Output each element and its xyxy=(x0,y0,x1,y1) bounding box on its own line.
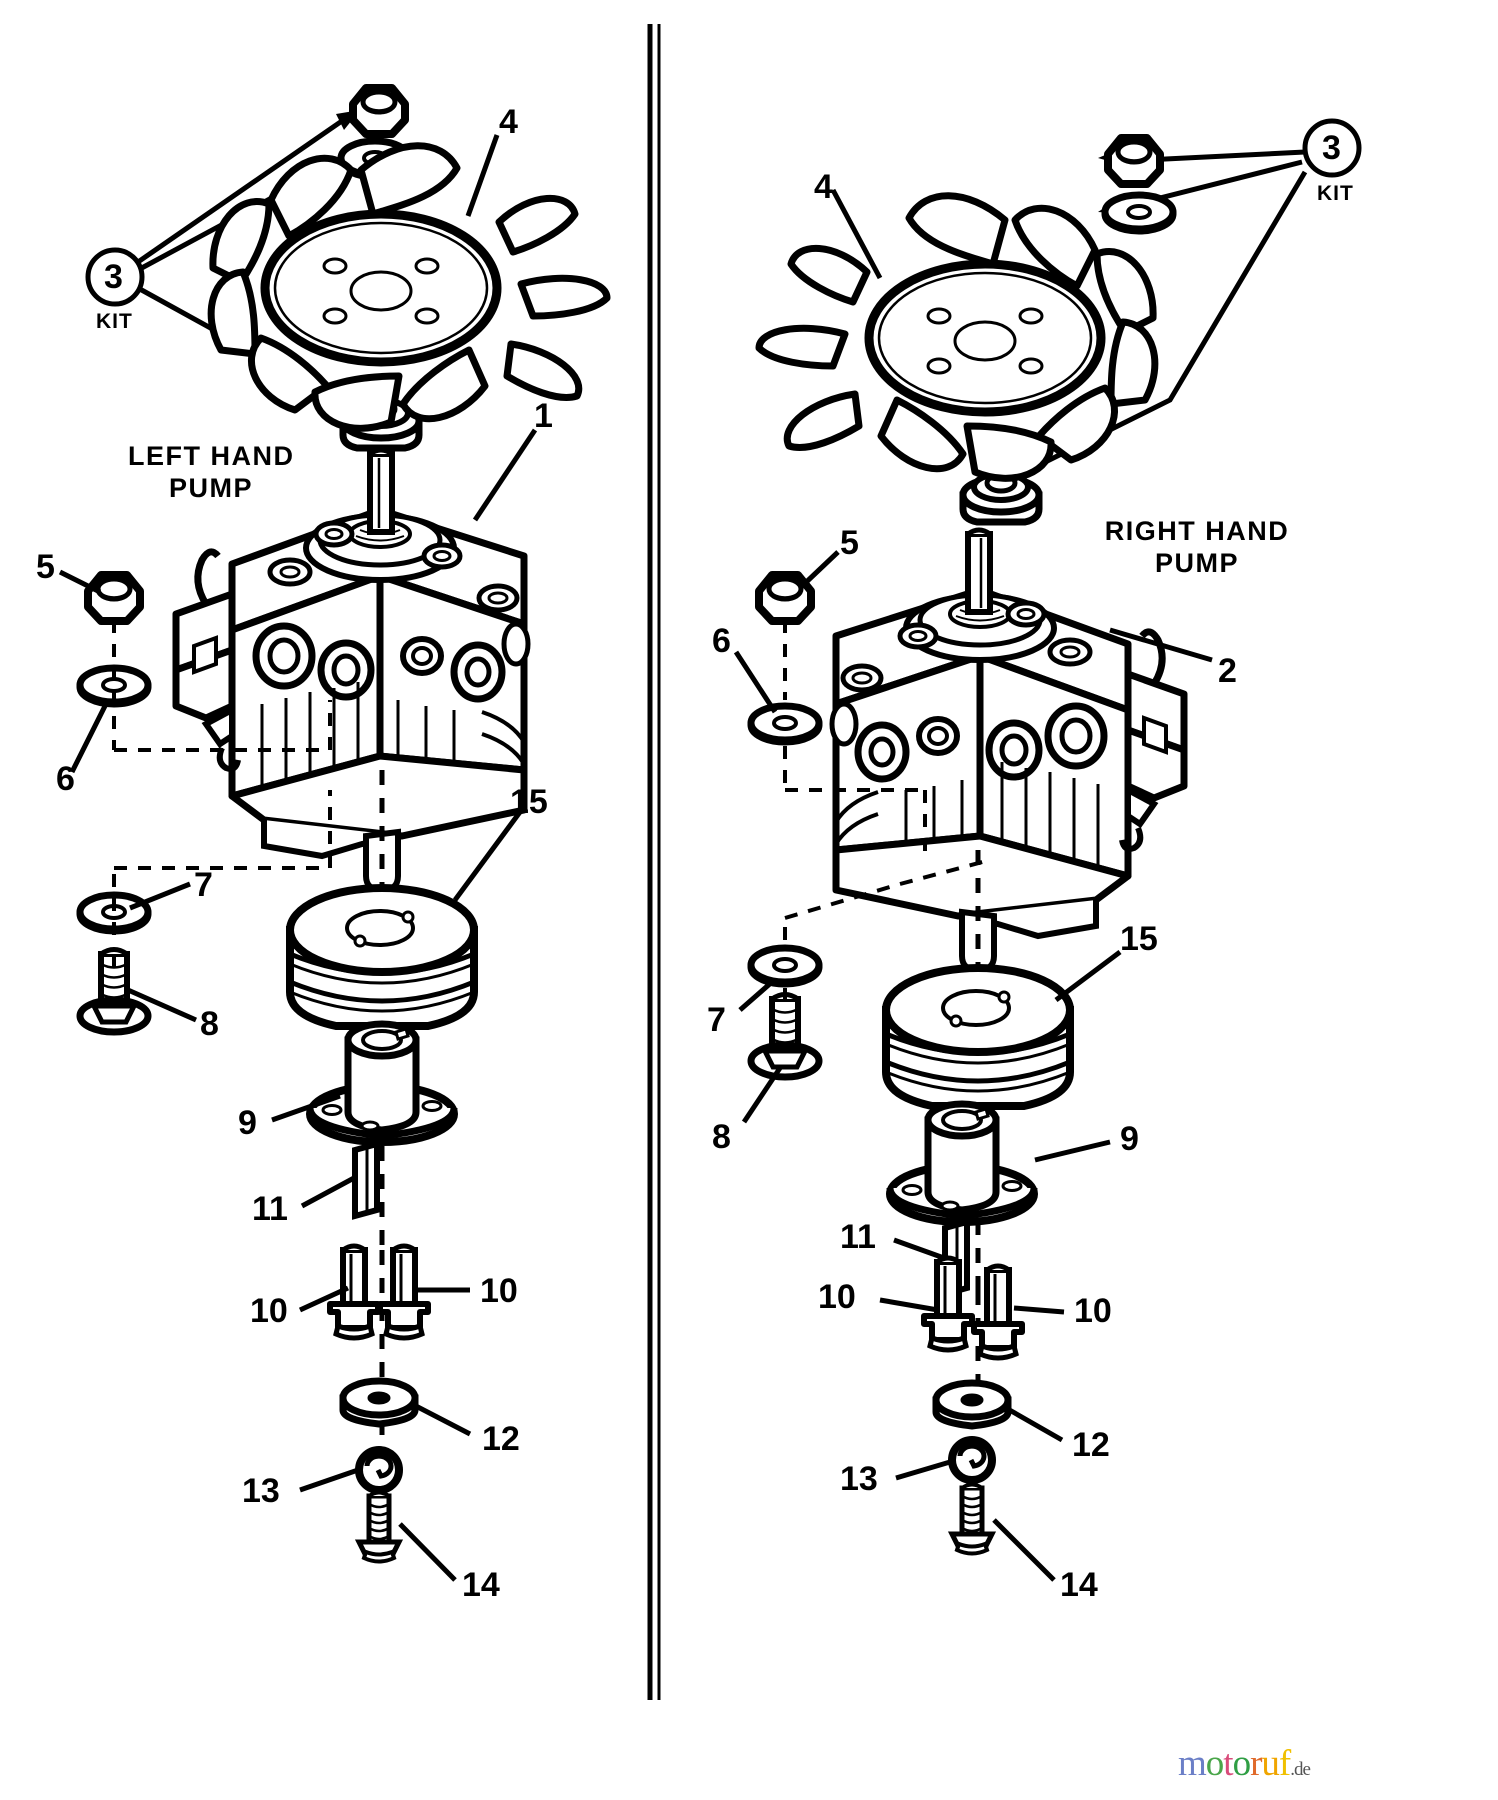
callout-label-10a-left: 10 xyxy=(250,1292,288,1330)
smallbolt-14-right xyxy=(952,1485,992,1554)
pump-body-right xyxy=(832,530,1184,970)
locknut-right xyxy=(1108,138,1160,184)
callout-label-4-left: 4 xyxy=(499,103,518,141)
callout-label-8-right: 8 xyxy=(712,1118,731,1156)
callout-label-1-left: 1 xyxy=(534,397,553,435)
lockwasher-13-left xyxy=(359,1450,399,1490)
callout-label-10a-right: 10 xyxy=(818,1278,856,1316)
callout-label-14-left: 14 xyxy=(462,1566,500,1604)
fan-left xyxy=(211,146,607,429)
callout-label-5-left: 5 xyxy=(36,548,55,586)
callout-label-3-right: 3 xyxy=(1322,129,1341,167)
washer-7-right xyxy=(751,948,819,984)
callout-label-11-right: 11 xyxy=(840,1218,876,1256)
watermark-letters: motoruf xyxy=(1178,1743,1291,1784)
callout-label-15-right: 15 xyxy=(1120,920,1158,958)
hub-9-left xyxy=(310,1024,454,1142)
callout-label-5-right: 5 xyxy=(840,524,859,562)
callout-label-12-left: 12 xyxy=(482,1420,520,1458)
assembly-path-78-left xyxy=(112,790,332,978)
callout-circle-3-right xyxy=(1302,118,1362,178)
center-divider xyxy=(647,24,661,1700)
callout-label-7-left: 7 xyxy=(194,866,213,904)
callout-label-6-right: 6 xyxy=(712,622,731,660)
hub-9-right xyxy=(890,1104,1034,1222)
thickwasher-12-right xyxy=(936,1383,1008,1426)
callout-label-11-left: 11 xyxy=(252,1190,288,1228)
flangebolt-8-right xyxy=(751,995,819,1078)
lockwasher-13-right xyxy=(952,1440,992,1480)
callout-label-9-right: 9 xyxy=(1120,1120,1139,1158)
kit-label-right: KIT xyxy=(1317,182,1354,205)
callout-label-12-right: 12 xyxy=(1072,1426,1110,1464)
smallbolt-14-left xyxy=(359,1493,399,1562)
pulley-15-left xyxy=(290,888,474,1026)
callout-label-2-right: 2 xyxy=(1218,652,1237,690)
callout-label-6-left: 6 xyxy=(56,760,75,798)
key-11-left xyxy=(355,1144,377,1216)
motoruf-watermark: motoruf.de xyxy=(1178,1742,1311,1785)
left-panel-art xyxy=(58,88,607,1582)
assembly-path-78-right xyxy=(783,858,991,1012)
callout-label-14-right: 14 xyxy=(1060,1566,1098,1604)
locknut-5-left xyxy=(88,575,140,621)
callout-circle-3-left xyxy=(85,247,145,307)
fan-right xyxy=(759,196,1155,479)
assembly-path-56-right xyxy=(783,620,927,860)
callout-label-10b-left: 10 xyxy=(480,1272,518,1310)
kit-label-left: KIT xyxy=(96,310,133,333)
callout-label-7-right: 7 xyxy=(707,1001,726,1039)
callout-label-4-right: 4 xyxy=(814,168,833,206)
callout-label-15-left: 15 xyxy=(510,783,548,821)
assembly-path-56-left xyxy=(112,620,332,752)
washer-6-right xyxy=(751,706,819,742)
watermark-tld: .de xyxy=(1290,1759,1311,1780)
pulley-15-right xyxy=(886,968,1070,1106)
callout-label-13-left: 13 xyxy=(242,1472,280,1510)
callout-label-13-right: 13 xyxy=(840,1460,878,1498)
washer-top-right xyxy=(1105,195,1173,231)
callout-label-9-left: 9 xyxy=(238,1104,257,1142)
callout-label-10b-right: 10 xyxy=(1074,1292,1112,1330)
callout-label-3-left: 3 xyxy=(104,258,123,296)
hexbolt-10b-right xyxy=(974,1266,1022,1358)
thickwasher-12-left xyxy=(343,1381,415,1424)
locknut-left xyxy=(353,88,405,134)
right-panel-art xyxy=(733,118,1362,1582)
callout-label-8-left: 8 xyxy=(200,1005,219,1043)
